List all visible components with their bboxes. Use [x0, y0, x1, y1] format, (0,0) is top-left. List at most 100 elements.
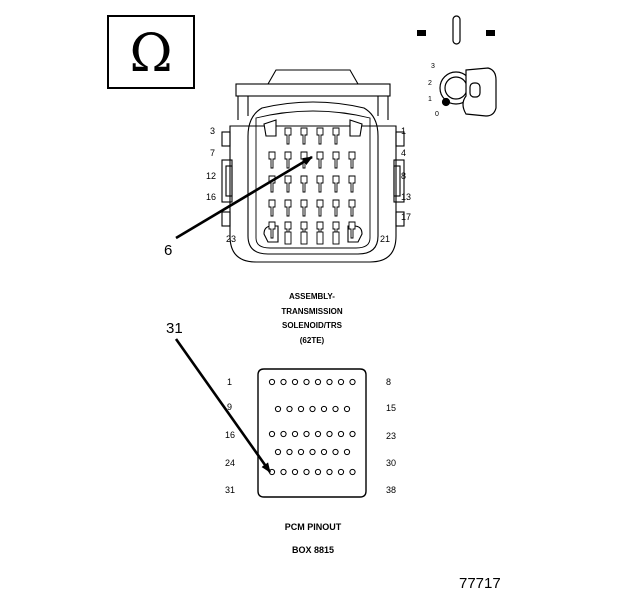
- connector-cavity: [247, 101, 379, 255]
- key-slot-icon: [452, 15, 461, 45]
- pin-label-7: 7: [210, 148, 215, 158]
- pcm-pin: [314, 468, 322, 476]
- key-pos-2: 2: [428, 80, 432, 87]
- pcm-pin: [343, 405, 351, 413]
- caption-line-3: SOLENOID/TRS: [282, 321, 343, 330]
- connector-latch-top: [267, 69, 359, 85]
- terminal: [268, 221, 276, 239]
- pcm-row-end-30: 30: [386, 458, 396, 468]
- pcm-pin: [268, 430, 276, 438]
- omega-icon: Ω: [129, 24, 172, 84]
- terminal: [332, 127, 340, 145]
- caption-line-4: (62TE): [300, 336, 325, 345]
- connector-side-ribs-left: [221, 131, 233, 227]
- pcm-row-end-15: 15: [386, 403, 396, 413]
- terminal: [284, 231, 292, 245]
- pcm-caption-line-1: PCM PINOUT: [285, 522, 342, 532]
- terminal: [348, 221, 356, 239]
- terminal: [268, 199, 276, 217]
- terminal: [316, 199, 324, 217]
- terminal: [284, 127, 292, 145]
- pcm-row-start-1: 1: [227, 377, 232, 387]
- symbol-frame: [107, 15, 195, 89]
- pcm-pin: [286, 448, 293, 456]
- terminal: [332, 151, 340, 169]
- pin-label-13: 13: [401, 192, 411, 202]
- pcm-caption: PCM PINOUT BOX 8815: [285, 522, 342, 555]
- callout-31: 31: [166, 320, 272, 473]
- terminal: [348, 175, 356, 193]
- callout-6-label: 6: [164, 242, 172, 259]
- pcm-pinout: 1 9 16 24 31 8 15 23 30 38: [225, 368, 396, 498]
- terminal: [316, 231, 324, 245]
- pcm-row-start-24: 24: [225, 458, 235, 468]
- terminal: [300, 127, 308, 145]
- pcm-row-start-16: 16: [225, 430, 235, 440]
- caption-line-2: TRANSMISSION: [281, 307, 343, 316]
- pcm-row-start-9: 9: [227, 402, 232, 412]
- caption-line-1: ASSEMBLY-: [289, 292, 335, 301]
- terminal: [300, 231, 308, 245]
- pin-label-16: 16: [206, 192, 216, 202]
- pcm-pin: [332, 448, 339, 456]
- pin-label-1: 1: [401, 126, 406, 136]
- terminal: [300, 199, 308, 217]
- pcm-pin: [326, 430, 333, 438]
- pin-label-8: 8: [401, 171, 406, 181]
- pcm-pin: [349, 430, 356, 438]
- pcm-pin: [326, 468, 333, 476]
- callout-6: 6: [164, 155, 313, 259]
- terminal: [316, 175, 324, 193]
- pcm-pin: [349, 468, 356, 476]
- callout-31-arrow: [174, 338, 272, 473]
- terminal: [348, 199, 356, 217]
- terminal: [332, 231, 340, 245]
- pin-label-12: 12: [206, 171, 216, 181]
- pcm-pin: [303, 430, 310, 438]
- connector-body: [229, 125, 397, 263]
- pcm-row-start-31: 31: [225, 485, 235, 495]
- transmission-connector: 3 7 12 16 23 1 4 8 13 17 21: [206, 69, 411, 263]
- pcm-pin: [268, 378, 276, 386]
- pcm-pin: [303, 378, 310, 386]
- pcm-row-end-23: 23: [386, 431, 396, 441]
- key-icon: [439, 67, 497, 117]
- pcm-pin: [337, 468, 345, 476]
- pcm-pin: [337, 430, 345, 438]
- terminal: [332, 175, 340, 193]
- ignition-key-symbol: 3 2 1 0: [417, 15, 497, 118]
- connector-collar: [235, 83, 391, 97]
- pcm-pin: [297, 448, 305, 456]
- pin-label-21: 21: [380, 234, 390, 244]
- key-pos-3: 3: [431, 63, 435, 70]
- terminal: [316, 127, 324, 145]
- pcm-pin: [332, 405, 339, 413]
- pcm-pin: [314, 430, 322, 438]
- pcm-pin: [291, 468, 299, 476]
- pcm-pin: [326, 378, 333, 386]
- omega-symbol-box: Ω: [107, 15, 195, 89]
- terminal: [300, 175, 308, 193]
- pcm-row-end-38: 38: [386, 485, 396, 495]
- pin-label-4: 4: [401, 148, 406, 158]
- pcm-pin: [280, 378, 287, 386]
- pcm-pin: [286, 405, 293, 413]
- pcm-pin: [291, 430, 299, 438]
- connector-side-ribs-right: [393, 131, 405, 227]
- pin-label-17: 17: [401, 212, 411, 222]
- terminal: [332, 199, 340, 217]
- key-slot-mark-left: [417, 30, 426, 36]
- pcm-pin: [320, 405, 328, 413]
- terminal: [348, 151, 356, 169]
- pcm-pinout-box: [257, 368, 367, 498]
- pcm-pin-grid: [268, 378, 356, 476]
- pcm-pin: [343, 448, 351, 456]
- connector-caption: ASSEMBLY- TRANSMISSION SOLENOID/TRS (62T…: [281, 292, 343, 345]
- pcm-pin: [280, 468, 287, 476]
- terminal: [316, 151, 324, 169]
- terminal: [268, 151, 276, 169]
- key-pos-1: 1: [428, 96, 432, 103]
- pcm-pin: [280, 430, 287, 438]
